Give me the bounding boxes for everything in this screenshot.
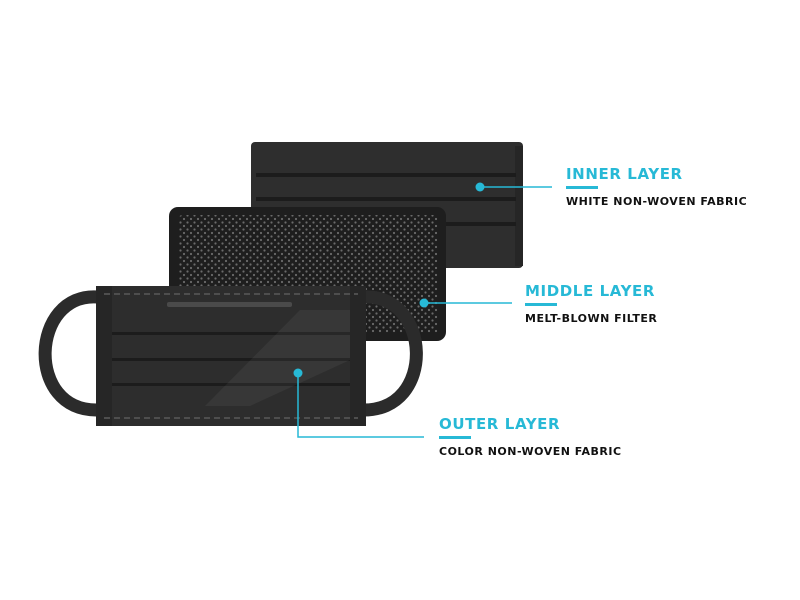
outer-layer-underline — [439, 436, 471, 439]
inner-layer-label: INNER LAYER WHITE NON-WOVEN FABRIC — [566, 165, 747, 209]
outer-layer-description: COLOR NON-WOVEN FABRIC — [439, 445, 622, 458]
middle-layer-label: MIDDLE LAYER MELT-BLOWN FILTER — [525, 282, 657, 326]
inner-layer-underline — [566, 186, 598, 189]
middle-layer-description: MELT-BLOWN FILTER — [525, 312, 658, 325]
inner-layer-title: INNER LAYER — [566, 165, 683, 183]
ear-loops — [38, 290, 423, 417]
connector-lines — [293, 182, 552, 438]
inner-layer-description: WHITE NON-WOVEN FABRIC — [566, 195, 748, 208]
outer-layer-label: OUTER LAYER COLOR NON-WOVEN FABRIC — [439, 415, 622, 459]
nose-wire — [167, 302, 292, 307]
middle-layer-title: MIDDLE LAYER — [525, 282, 656, 300]
middle-layer-underline — [525, 303, 557, 306]
outer-layer-title: OUTER LAYER — [439, 415, 561, 433]
outer-layer-panel — [96, 286, 366, 426]
